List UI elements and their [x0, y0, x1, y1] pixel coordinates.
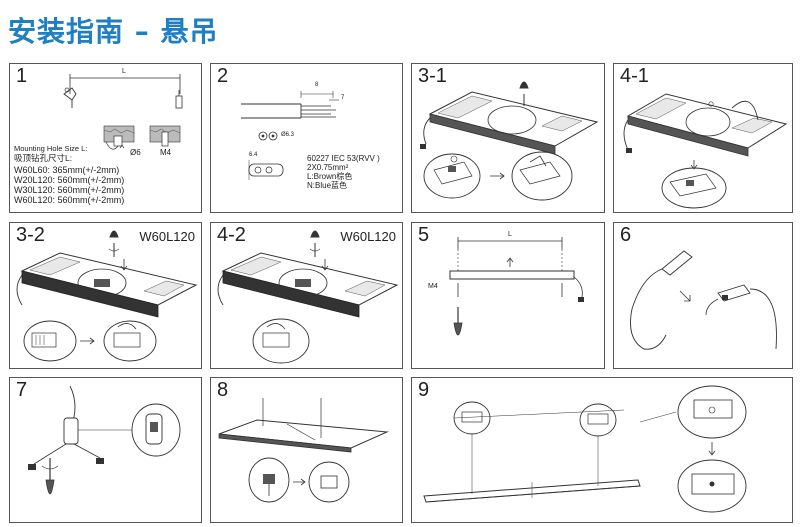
mounting-size-3: W60L120: 560mm(+/-2mm) — [14, 195, 125, 205]
mounting-title-cn: 吸顶钻孔尺寸L: — [14, 153, 73, 163]
mounting-size-1: W20L120: 560mm(+/-2mm) — [14, 175, 125, 185]
model-label: W60L120 — [139, 229, 195, 244]
step-9-panel: 9 — [411, 377, 793, 523]
step-number: 5 — [418, 224, 430, 246]
step-4-1-illustration — [623, 93, 788, 209]
step-number: 7 — [16, 379, 28, 401]
step-number: 6 — [620, 224, 632, 246]
step-1-illustration — [63, 74, 183, 150]
step-7-illustration — [28, 385, 181, 495]
step-3-2-panel: 3-2 W60L120 — [9, 222, 202, 369]
step-1-panel: 1 L Ø6 M4 Mounting Hole Size L: 吸顶钻孔尺寸L:… — [9, 63, 202, 213]
step-number: 3-1 — [418, 65, 447, 87]
wire-brown: L:Brown棕色 — [307, 172, 353, 181]
step-number: 8 — [217, 379, 229, 401]
page-title: 安装指南 – 悬吊 — [8, 15, 219, 48]
step-3-2-illustration — [16, 230, 198, 362]
mounting-size-2: W30L120: 560mm(+/-2mm) — [14, 185, 125, 195]
step-4-1-panel: 4-1 — [613, 63, 793, 213]
screw-size-label: M4 — [428, 283, 438, 290]
step-5-illustration — [449, 237, 584, 336]
dimension-label: L — [508, 231, 512, 238]
mounting-size-0: W60L60: 365mm(+/-2mm) — [14, 165, 120, 175]
step-8-illustration — [218, 398, 389, 503]
step-2-illustration — [241, 91, 339, 180]
mounting-title: Mounting Hole Size L: — [14, 144, 88, 153]
cable-spec: 60227 IEC 53(RVV ) — [307, 154, 380, 163]
screw-size-label: M4 — [160, 148, 172, 157]
step-number: 1 — [16, 65, 28, 87]
cable-width: 6.4 — [249, 152, 258, 158]
step-number: 2 — [217, 65, 229, 87]
step-2-panel: 2 8 7 Ø6.3 6.4 60227 IEC 53(RVV ) 2X0.75… — [210, 63, 403, 213]
step-9-illustration — [423, 385, 747, 513]
step-number: 4-1 — [620, 65, 649, 87]
step-3-1-illustration — [420, 81, 599, 201]
dimension-label: L — [122, 68, 126, 75]
step-4-2-illustration — [217, 230, 399, 364]
step-5-panel: 5 L M4 — [411, 222, 605, 369]
strip-length-7: 7 — [341, 95, 345, 101]
step-number: 4-2 — [217, 224, 246, 246]
step-3-1-panel: 3-1 — [411, 63, 605, 213]
step-number: 3-2 — [16, 224, 45, 246]
hole-diameter: Ø6.3 — [281, 132, 295, 138]
step-7-panel: 7 — [9, 377, 202, 523]
step-6-panel: 6 — [613, 222, 793, 369]
step-6-illustration — [630, 250, 777, 350]
step-4-2-panel: 4-2 W60L120 — [210, 222, 403, 369]
step-number: 9 — [418, 379, 430, 401]
drill-size-label: Ø6 — [130, 148, 141, 157]
wire-blue: N:Blue蓝色 — [307, 181, 348, 190]
step-8-panel: 8 — [210, 377, 403, 523]
model-label: W60L120 — [340, 229, 396, 244]
strip-length-8: 8 — [315, 82, 319, 88]
cable-size: 2X0.75mm² — [307, 163, 349, 172]
